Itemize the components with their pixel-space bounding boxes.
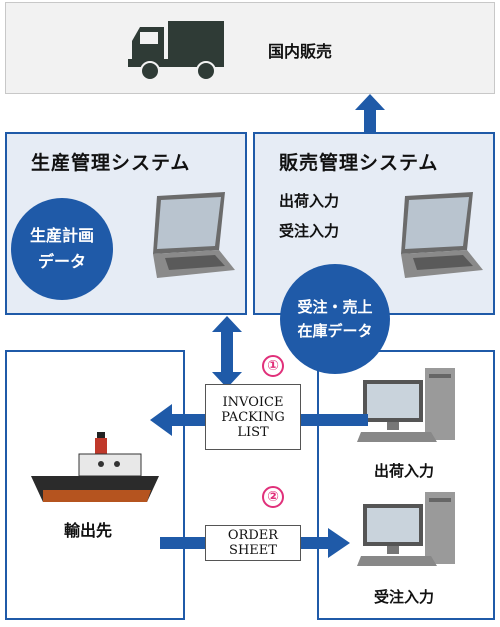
sales-inventory-data-circle: 受注・売上 在庫データ — [280, 264, 390, 374]
sales-circle-line1: 受注・売上 — [297, 298, 373, 316]
invoice-packing-list-doc: INVOICE PACKING LIST — [205, 384, 301, 450]
export-destination-panel: 輸出先 — [5, 350, 185, 620]
terminal-2-label: 受注入力 — [374, 588, 435, 606]
arrow-up-to-domestic — [355, 94, 385, 134]
laptop-icon — [153, 192, 235, 278]
production-system-title: 生産管理システム — [31, 152, 191, 174]
production-circle-line2: データ — [37, 252, 86, 271]
sales-circle-line2: 在庫データ — [297, 322, 373, 340]
truck-icon — [128, 21, 224, 81]
double-arrow-vertical — [212, 316, 242, 388]
doc-invoice: INVOICE — [222, 394, 284, 410]
doc-packing-list: PACKING LIST — [221, 409, 285, 440]
sales-item-shipping: 出荷入力 — [279, 192, 340, 210]
input-terminals-panel: 出荷入力 受注入力 — [317, 350, 495, 620]
sales-item-order: 受注入力 — [279, 222, 340, 240]
production-system-panel: 生産管理システム 生産計画 データ — [5, 132, 247, 315]
domestic-sales-panel: 国内販売 — [5, 2, 495, 94]
doc-order-sheet: ORDER SHEET — [227, 528, 279, 558]
production-plan-data-circle: 生産計画 データ — [11, 198, 113, 300]
export-destination-label: 輸出先 — [64, 521, 113, 540]
domestic-sales-label: 国内販売 — [268, 42, 333, 61]
sales-system-title: 販売管理システム — [279, 152, 439, 174]
desktop-pc-icon — [357, 492, 455, 566]
production-circle-line1: 生産計画 — [29, 226, 94, 246]
desktop-pc-icon — [357, 368, 455, 442]
terminal-1-label: 出荷入力 — [374, 462, 435, 480]
flow-1-number: ① — [262, 355, 284, 377]
order-sheet-doc: ORDER SHEET — [205, 525, 301, 561]
laptop-icon — [401, 192, 483, 278]
ship-icon — [31, 432, 159, 502]
flow-2-number: ② — [262, 486, 284, 508]
